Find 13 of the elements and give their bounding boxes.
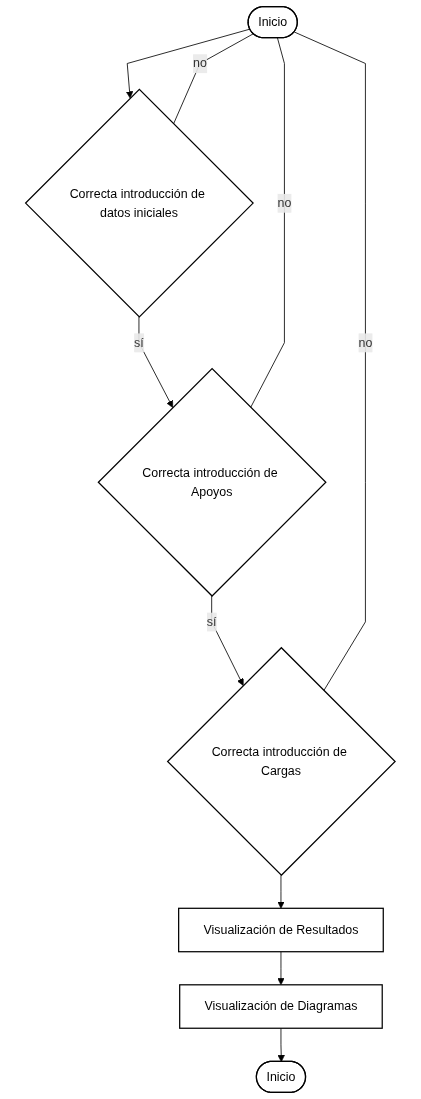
edge-label: no — [277, 195, 292, 210]
connector — [250, 37, 285, 408]
edge-label: no — [358, 335, 373, 350]
node-box: Visualización de Diagramas — [179, 984, 383, 1029]
edge-label: no — [193, 55, 207, 70]
node-box: Visualización de Resultados — [178, 907, 384, 953]
node-diamond: Correcta introducción de Apoyos — [97, 367, 327, 597]
edge-label: sí — [134, 335, 144, 350]
node-diamond: Correcta introducción de datos iniciales — [24, 88, 255, 318]
edge-label: sí — [206, 614, 217, 629]
connector — [294, 31, 366, 692]
connector — [173, 33, 254, 125]
node-diamond: Correcta introducción de Cargas — [166, 646, 397, 877]
